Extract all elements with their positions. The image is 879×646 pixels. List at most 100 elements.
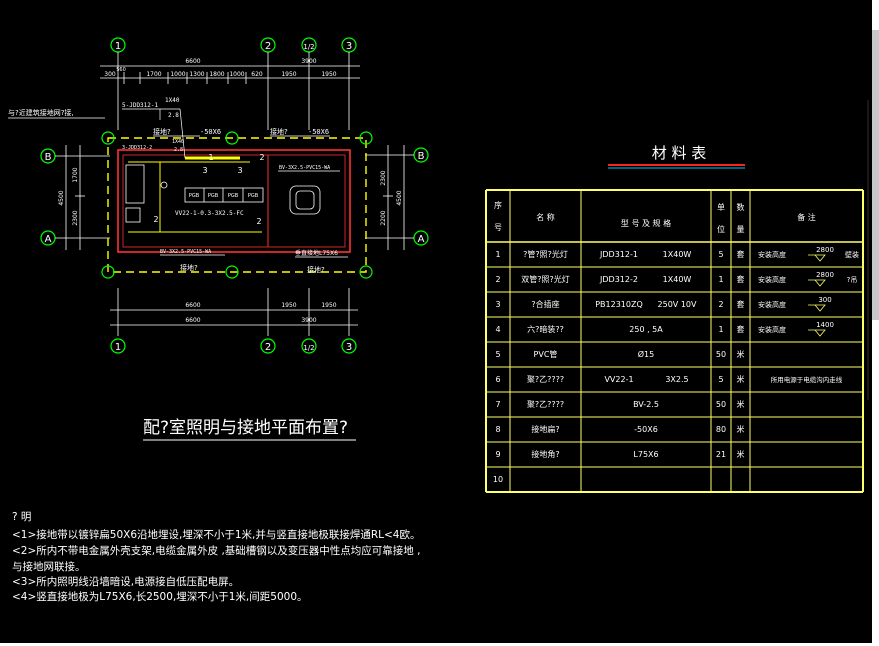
- table-cell-spec: 3X2.5: [665, 375, 688, 384]
- table-cell-name: PVC管: [534, 349, 558, 359]
- dim-top-seg-7: 620: [251, 71, 263, 78]
- table-cell-model: L75X6: [633, 450, 658, 459]
- lamp-left-spec: 1X40: [172, 139, 184, 145]
- panel-label-c: PGB: [228, 193, 239, 199]
- notes-item-4: <4>竖直接地极为L75X6,长2500,埋深不小于1米,间距5000。: [12, 590, 308, 603]
- axis-bubble-bottom-12: [301, 338, 317, 354]
- ground-link-note: 与?近建筑接地网?接,: [8, 108, 74, 117]
- table-cell-name: 接地扁?: [531, 424, 559, 434]
- table-cell-unit: 套: [737, 299, 745, 309]
- table-cell-unit: 套: [737, 249, 745, 259]
- circuit-number-3b: 3: [237, 166, 242, 175]
- table-cell-qty: 5: [718, 375, 723, 384]
- table-cell-remark-suffix: 壁装: [845, 250, 859, 259]
- table-cell-seq: 1: [495, 250, 500, 259]
- ground-rod-2: [225, 131, 239, 145]
- dim-right-part-1: 2200: [380, 210, 387, 225]
- dim-top-seg-1: 560: [116, 67, 126, 73]
- table-cell-unit: 套: [737, 324, 745, 334]
- cable-right-label: BV-3X2.5-PVC15-WA: [279, 165, 330, 171]
- ground-rod-1: [101, 131, 115, 145]
- dim-top-seg-8: 1950: [281, 71, 296, 78]
- elevation-marker: [808, 304, 826, 312]
- elevation-marker: [808, 279, 826, 287]
- table-cell-name: 六?暗装??: [527, 324, 564, 334]
- notes-item-3: <3>所内照明线沿墙暗设,电源接自低压配电屏。: [12, 575, 239, 588]
- cable-bottom-label: BV-3X2.5-PVC15-WA: [160, 249, 211, 255]
- elevation-marker: [808, 329, 826, 337]
- axis-label-top-2: 2: [265, 41, 271, 52]
- table-cell-seq: 3: [495, 300, 500, 309]
- table-cell-remark: 安装高度: [758, 325, 786, 334]
- table-cell-spec: 1X40W: [663, 250, 692, 259]
- grounding-loop: [107, 137, 367, 273]
- header-qty-2: 量: [737, 225, 745, 234]
- building-walls: [117, 149, 351, 253]
- notes-heading: ? 明: [12, 511, 31, 523]
- axis-bubble-bottom-1: [110, 338, 126, 354]
- elevation-marker: [808, 254, 826, 262]
- axis-label-top-3: 3: [346, 41, 352, 52]
- axis-label-left-B: B: [45, 152, 52, 163]
- table-cell-spec: 250V 10V: [658, 300, 697, 309]
- dim-left-part-1: 2300: [72, 210, 79, 225]
- lamp-left-height: 2.8: [174, 147, 183, 153]
- circuit-number-2b: 2: [153, 215, 158, 224]
- table-cell-qty: 21: [716, 450, 726, 459]
- dim-right-part-0: 2300: [380, 170, 387, 185]
- plan-title: 配?室照明与接地平面布置?: [143, 418, 348, 438]
- dim-top-seg-6: 1000: [229, 71, 244, 78]
- table-cell-qty: 1: [718, 275, 723, 284]
- circuit-number-2c: 2: [256, 217, 261, 226]
- dim-bottom-row2-1: 3900: [301, 317, 316, 324]
- axis-bubble-bottom-3: [341, 338, 357, 354]
- ground-top-right-spec: -50X6: [308, 128, 329, 136]
- header-name: 名 称: [536, 212, 555, 222]
- table-cell-model: 250 , 5A: [629, 325, 663, 334]
- window-scrollbar-edge[interactable]: [872, 0, 879, 646]
- table-cell-unit: 米: [737, 424, 745, 434]
- dim-top-seg-5: 1800: [209, 71, 224, 78]
- ground-rod-6: [359, 265, 373, 279]
- equipment-box-1: [125, 164, 145, 204]
- dim-top-seg-4: 1300: [189, 71, 204, 78]
- table-cell-remark-value: 2800: [816, 246, 834, 254]
- panel-label-b: PGB: [208, 193, 219, 199]
- ground-rod-3: [359, 131, 373, 145]
- table-cell-spec: 1X40W: [663, 275, 692, 284]
- dim-left-part-0: 1700: [72, 167, 79, 182]
- dim-bottom-row1-0: 6600: [185, 302, 200, 309]
- header-unit-2: 位: [717, 224, 725, 234]
- table-cell-seq: 2: [495, 275, 500, 284]
- table-cell-seq: 5: [495, 350, 500, 359]
- axis-bubble-bottom-2: [260, 338, 276, 354]
- table-cell-seq: 10: [493, 475, 503, 484]
- lamp-left-label: 3-JDD312-2: [122, 145, 152, 151]
- transformer: [289, 185, 321, 215]
- table-cell-qty: 2: [718, 300, 723, 309]
- ground-top-left-label: 接地?: [153, 127, 171, 136]
- header-seq-2: 号: [494, 223, 502, 232]
- dim-bottom-row1-2: 1950: [321, 302, 336, 309]
- table-cell-remark: 安装高度: [758, 300, 786, 309]
- table-cell-remark: 所用电源于电缆沟内走线: [771, 375, 843, 384]
- cable-mid-label: VV22-1-0.3-3X2.5-FC: [175, 210, 244, 217]
- header-seq-1: 序: [494, 200, 502, 210]
- ground-rod-4: [101, 265, 115, 279]
- lamp-top-height: 2.8: [168, 112, 179, 119]
- header-qty-1: 数: [737, 202, 745, 212]
- table-cell-seq: 9: [495, 450, 500, 459]
- dim-top-total-left: 6600: [185, 58, 200, 65]
- table-cell-seq: 8: [495, 425, 500, 434]
- table-cell-remark-suffix: ?吊: [847, 276, 858, 284]
- table-cell-remark-value: 300: [818, 296, 831, 304]
- circuit-number-2: 2: [259, 153, 264, 162]
- axis-label-right-A: A: [418, 234, 425, 245]
- table-cell-remark-value: 1400: [816, 321, 834, 329]
- rod-label: 垂直接地L75X6: [295, 249, 338, 257]
- table-cell-name: ?管?照?光灯: [523, 249, 568, 259]
- ground-rod-5: [225, 265, 239, 279]
- panel-label-a: PGB: [189, 193, 200, 199]
- header-unit-1: 单: [717, 202, 725, 212]
